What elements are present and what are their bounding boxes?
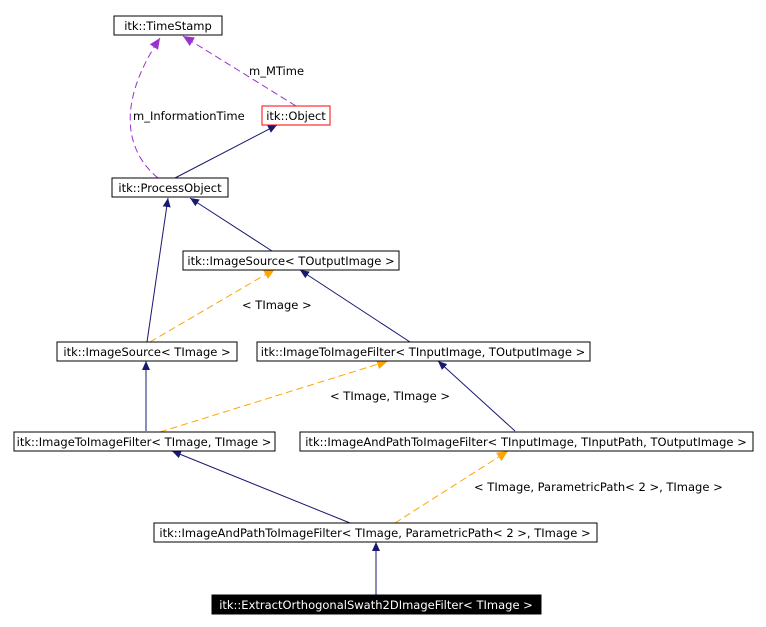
node-process-object[interactable]: itk::ProcessObject (111, 177, 229, 198)
edge-processobject-object (174, 124, 278, 179)
edge-imagesource-toutput-processobject (189, 197, 273, 252)
edge-template-imagetoimage (159, 359, 389, 433)
label-template-parametric: < TImage, ParametricPath< 2 >, TImage > (474, 480, 723, 494)
node-process-object-label: itk::ProcessObject (118, 181, 222, 195)
node-timestamp-label: itk::TimeStamp (124, 19, 212, 33)
node-image-to-image-timage-label: itk::ImageToImageFilter< TImage, TImage … (17, 435, 272, 449)
label-template-timage-timage: < TImage, TImage > (330, 389, 450, 403)
node-extract-swath: itk::ExtractOrthogonalSwath2DImageFilter… (211, 594, 542, 615)
node-image-and-path-parametric-label: itk::ImageAndPathToImageFilter< TImage, … (159, 526, 590, 540)
node-image-and-path-generic-label: itk::ImageAndPathToImageFilter< TInputIm… (305, 435, 747, 449)
node-image-and-path-generic[interactable]: itk::ImageAndPathToImageFilter< TInputIm… (299, 431, 754, 452)
label-m-information-time: m_InformationTime (133, 109, 245, 123)
label-template-timage: < TImage > (242, 298, 312, 312)
edge-imageandpath-generic-imagetoimage (437, 360, 516, 432)
edge-imagesource-timage-processobject (146, 197, 171, 343)
node-image-source-toutput[interactable]: itk::ImageSource< TOutputImage > (182, 250, 400, 271)
node-object[interactable]: itk::Object (261, 105, 331, 126)
edge-template-imagesource (149, 268, 276, 343)
node-image-to-image-timage[interactable]: itk::ImageToImageFilter< TImage, TImage … (13, 431, 276, 452)
edge-imageandpath-parametric-imagetoimage (171, 450, 351, 524)
edge-information-time (129, 37, 161, 179)
edge-mtime (182, 35, 297, 107)
node-extract-swath-label: itk::ExtractOrthogonalSwath2DImageFilter… (219, 598, 533, 612)
node-image-source-toutput-label: itk::ImageSource< TOutputImage > (187, 254, 394, 268)
label-m-mtime: m_MTime (249, 64, 304, 78)
node-image-and-path-parametric[interactable]: itk::ImageAndPathToImageFilter< TImage, … (153, 522, 598, 543)
edge-imagetoimage-generic-imagesource (299, 269, 411, 343)
node-image-to-image-generic-label: itk::ImageToImageFilter< TInputImage, TO… (261, 345, 585, 359)
node-object-label: itk::Object (266, 109, 326, 123)
edge-template-imageandpath (394, 450, 509, 524)
node-image-source-timage[interactable]: itk::ImageSource< TImage > (56, 341, 238, 362)
node-image-source-timage-label: itk::ImageSource< TImage > (63, 345, 230, 359)
node-timestamp[interactable]: itk::TimeStamp (113, 15, 223, 36)
node-image-to-image-generic[interactable]: itk::ImageToImageFilter< TInputImage, TO… (256, 341, 591, 362)
